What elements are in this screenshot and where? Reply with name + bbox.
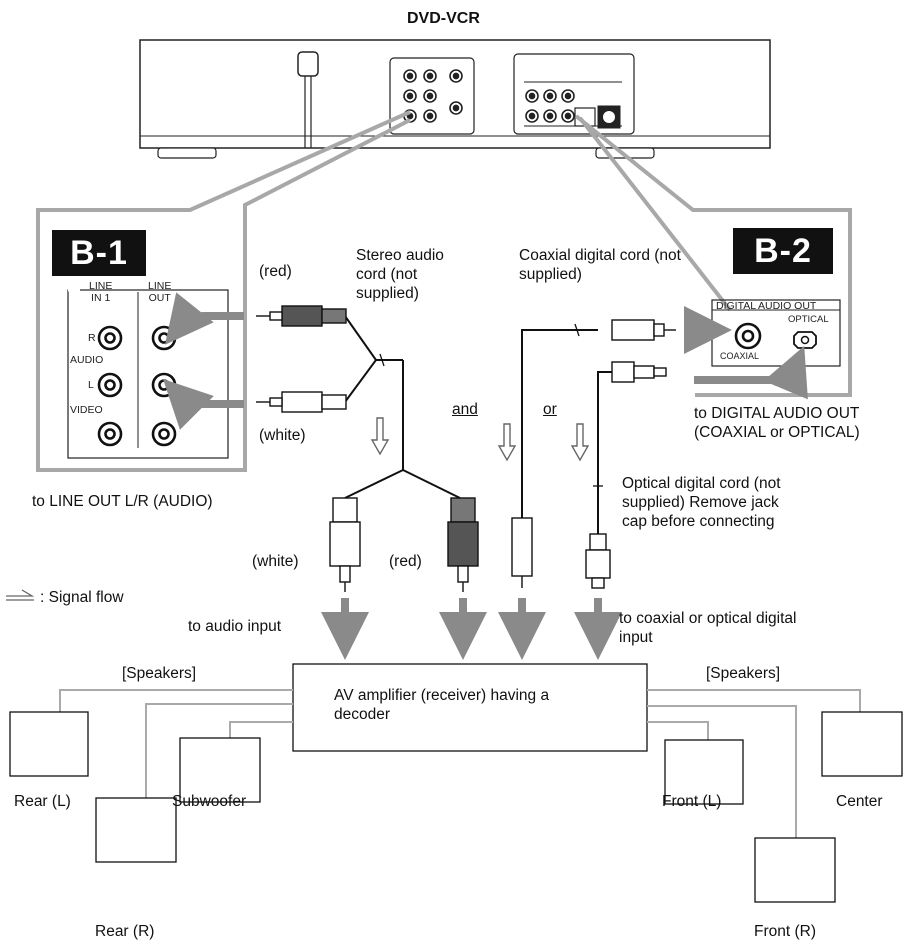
b1-audio-label: AUDIO — [70, 354, 104, 366]
speaker-subwoofer — [179, 737, 261, 803]
cords — [344, 315, 612, 534]
label-to-line-out: to LINE OUT L/R (AUDIO) — [32, 493, 213, 510]
label-coaxial-cord: Coaxial digital cord (not supplied) — [519, 247, 681, 283]
label-to-digital-input: to coaxial or optical digital input — [619, 610, 797, 646]
label-optical-cord: Optical digital cord (not supplied) Remo… — [622, 475, 781, 530]
b1-l-label: L — [88, 379, 94, 391]
label-to-audio-input: to audio input — [188, 618, 282, 635]
speaker-boxes — [9, 711, 903, 903]
speaker-label-front-r: Front (R) — [754, 923, 816, 940]
label-speakers-left: [Speakers] — [122, 665, 197, 682]
signal-flow-legend-arrow — [6, 589, 35, 601]
dvd-vcr-unit — [139, 39, 771, 159]
b1-line-out-label: LINE OUT — [148, 280, 172, 304]
speaker-label-rear-l: Rear (L) — [14, 793, 71, 810]
speaker-label-subwoofer: Subwoofer — [172, 793, 247, 810]
plugs — [256, 305, 676, 592]
b1-r-label: R — [88, 332, 96, 344]
speaker-center — [821, 711, 903, 777]
device-title: DVD-VCR — [407, 10, 480, 27]
b2-coaxial-label: COAXIAL — [720, 351, 760, 361]
label-to-digital-out: to DIGITAL AUDIO OUT (COAXIAL or OPTICAL… — [694, 405, 860, 441]
b1-video-label: VIDEO — [70, 404, 103, 416]
label-signal-flow: : Signal flow — [40, 589, 124, 606]
label-speakers-right: [Speakers] — [706, 665, 781, 682]
speaker-rear-r — [95, 797, 177, 863]
speaker-wires — [59, 689, 861, 838]
label-white-top: (white) — [259, 427, 306, 444]
signal-arrows — [163, 292, 808, 660]
speaker-rear-l — [9, 711, 89, 777]
label-red-bottom: (red) — [389, 553, 422, 570]
label-or: or — [543, 401, 557, 418]
badge-b2: B-2 — [733, 228, 833, 274]
label-red-top: (red) — [259, 263, 292, 280]
amplifier-label: AV amplifier (receiver) having a decoder — [334, 687, 550, 723]
speaker-label-center: Center — [836, 793, 883, 810]
speaker-front-l — [664, 739, 744, 805]
flow-arrows — [370, 417, 590, 462]
label-stereo-cord: Stereo audio cord (not supplied) — [356, 247, 444, 302]
label-white-bottom: (white) — [252, 553, 299, 570]
b1-line-in-label: LINE IN 1 — [89, 280, 113, 304]
amplifier-box — [292, 663, 648, 752]
badge-b1: B-1 — [52, 230, 146, 276]
speaker-label-rear-r: Rear (R) — [95, 923, 155, 940]
label-and: and — [452, 401, 478, 418]
speaker-front-r — [754, 837, 836, 903]
speaker-label-front-l: Front (L) — [662, 793, 722, 810]
b2-optical-label: OPTICAL — [788, 314, 829, 325]
b2-header: DIGITAL AUDIO OUT — [716, 300, 817, 312]
